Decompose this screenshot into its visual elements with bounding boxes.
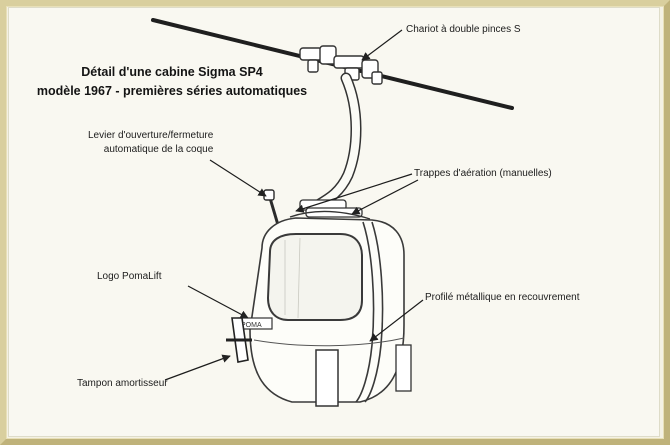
label-tampon: Tampon amortisseur xyxy=(77,378,168,389)
opening-lever xyxy=(263,189,280,226)
label-levier: Levier d'ouverture/fermeture automatique… xyxy=(88,129,213,157)
title-line-1: Détail d'une cabine Sigma SP4 xyxy=(81,65,263,79)
arrow-trappes-2 xyxy=(351,179,419,215)
label-levier-line-1: Levier d'ouverture/fermeture xyxy=(88,130,214,141)
diagram-title: Détail d'une cabine Sigma SP4 modèle 196… xyxy=(22,63,322,101)
bumper xyxy=(226,317,252,363)
svg-text:POMA: POMA xyxy=(241,322,262,329)
arrow-profile xyxy=(369,299,424,342)
label-logo: Logo PomaLift xyxy=(97,271,162,282)
roof-attachment xyxy=(289,199,371,220)
side-bar xyxy=(395,344,412,392)
arrow-levier xyxy=(209,159,267,197)
title-line-2: modèle 1967 - premières séries automatiq… xyxy=(36,84,308,98)
arrow-trappes-1 xyxy=(295,173,413,213)
label-profile: Profilé métallique en recouvrement xyxy=(425,292,580,303)
arrow-tampon xyxy=(164,354,231,381)
cabin-window xyxy=(266,233,363,321)
label-levier-line-2: automatique de la coque xyxy=(103,144,214,155)
cabin-handle xyxy=(315,349,339,407)
arrow-logo xyxy=(187,285,249,319)
label-trappes: Trappes d'aération (manuelles) xyxy=(414,168,552,179)
arrow-chariot xyxy=(361,29,403,61)
label-chariot: Chariot à double pinces S xyxy=(406,24,521,35)
